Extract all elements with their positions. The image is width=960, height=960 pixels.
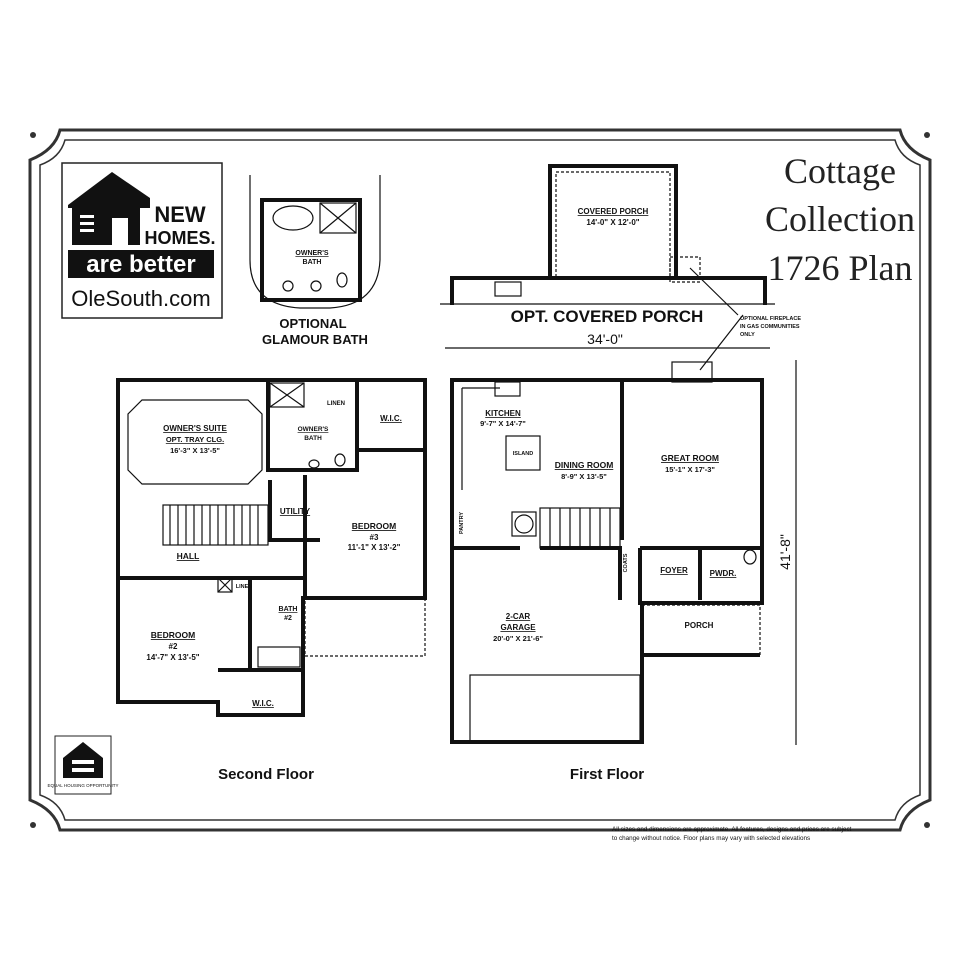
title-line3: 1726 Plan bbox=[767, 248, 912, 288]
kitchen-name: KITCHEN bbox=[485, 409, 521, 418]
linen2-label: LINEN bbox=[236, 584, 253, 590]
glamour-bath-label2: BATH bbox=[303, 259, 322, 266]
second-floor-plan: OWNER'S SUITE OPT. TRAY CLG. 16'-3" X 13… bbox=[116, 378, 427, 717]
wic2-label: W.I.C. bbox=[252, 699, 274, 708]
bedroom3-num: #3 bbox=[370, 533, 379, 542]
covered-porch-caption: OPT. COVERED PORCH bbox=[511, 307, 704, 326]
garage-size: 20'-0" X 21'-6" bbox=[493, 634, 543, 643]
garage-name: 2-CAR bbox=[506, 612, 531, 621]
owners-suite-size: 16'-3" X 13'-5" bbox=[170, 446, 220, 455]
width-dimension: 34'-0" bbox=[587, 331, 623, 347]
utility-label: UTILITY bbox=[280, 507, 311, 516]
bedroom2-size: 14'-7" X 13'-5" bbox=[146, 653, 199, 662]
fireplace-note3: ONLY bbox=[740, 332, 755, 338]
fireplace-note2: IN GAS COMMUNITIES bbox=[740, 324, 800, 330]
logo-website: OleSouth.com bbox=[71, 286, 210, 311]
great-room-size: 15'-1" X 17'-3" bbox=[665, 465, 715, 474]
optional-covered-porch: COVERED PORCH 14'-0" X 12'-0" OPT. COVER… bbox=[440, 164, 801, 371]
owners-suite-note: OPT. TRAY CLG. bbox=[166, 435, 224, 444]
owners-bath-name2: BATH bbox=[304, 435, 322, 442]
title-line2: Collection bbox=[765, 199, 915, 239]
pwdr-label: PWDR. bbox=[710, 569, 737, 578]
decorative-border bbox=[28, 128, 932, 832]
depth-dimension: 41'-8" bbox=[777, 534, 793, 570]
coats-label: COATS bbox=[623, 553, 629, 572]
new-homes-logo: NEW HOMES. are better OleSouth.com bbox=[61, 162, 223, 319]
kitchen-size: 9'-7" X 14'-7" bbox=[480, 419, 526, 428]
disclaimer-line2: to change without notice. Floor plans ma… bbox=[612, 835, 810, 842]
second-floor-caption: Second Floor bbox=[218, 766, 314, 783]
foyer-label: FOYER bbox=[660, 566, 688, 575]
first-floor-caption: First Floor bbox=[570, 766, 644, 783]
glamour-caption1: OPTIONAL bbox=[279, 316, 346, 331]
bath2-num: #2 bbox=[284, 615, 292, 622]
wic-label: W.I.C. bbox=[380, 414, 402, 423]
title-line1: Cottage bbox=[784, 151, 896, 191]
disclaimer-line1: All sizes and dimensions are approximate… bbox=[612, 826, 852, 833]
garage-name2: GARAGE bbox=[500, 623, 536, 632]
first-floor-plan: KITCHEN 9'-7" X 14'-7" ISLAND DINING ROO… bbox=[450, 361, 764, 744]
logo-new: NEW bbox=[154, 202, 206, 227]
owners-suite-name: OWNER'S SUITE bbox=[163, 424, 227, 433]
equal-housing-text: EQUAL HOUSING OPPORTUNITY bbox=[47, 783, 118, 788]
logo-are-better: are better bbox=[86, 251, 195, 278]
pantry-label: PANTRY bbox=[459, 512, 465, 534]
bedroom2-name: BEDROOM bbox=[151, 630, 195, 640]
glamour-bath-label: OWNER'S bbox=[295, 250, 328, 257]
great-room-name: GREAT ROOM bbox=[661, 453, 719, 463]
logo-homes: HOMES. bbox=[144, 228, 215, 248]
dining-size: 8'-9" X 13'-5" bbox=[561, 472, 607, 481]
fireplace-note1: OPTIONAL FIREPLACE bbox=[740, 316, 801, 322]
equal-housing-logo: EQUAL HOUSING OPPORTUNITY bbox=[47, 735, 119, 795]
glamour-caption2: GLAMOUR BATH bbox=[262, 332, 368, 347]
bedroom3-name: BEDROOM bbox=[352, 521, 396, 531]
dining-name: DINING ROOM bbox=[555, 460, 614, 470]
covered-porch-name: COVERED PORCH bbox=[578, 207, 649, 216]
linen-label: LINEN bbox=[327, 401, 345, 407]
bedroom3-size: 11'-1" X 13'-2" bbox=[348, 543, 401, 552]
owners-bath-name: OWNER'S bbox=[298, 426, 329, 433]
hall-label: HALL bbox=[177, 551, 200, 561]
optional-glamour-bath: OWNER'S BATH OPTIONAL GLAMOUR BATH bbox=[249, 175, 381, 347]
covered-porch-size: 14'-0" X 12'-0" bbox=[586, 218, 639, 227]
island-label: ISLAND bbox=[513, 451, 534, 457]
bath2-name: BATH bbox=[279, 606, 298, 613]
bedroom2-num: #2 bbox=[169, 642, 178, 651]
porch-label: PORCH bbox=[685, 621, 714, 630]
